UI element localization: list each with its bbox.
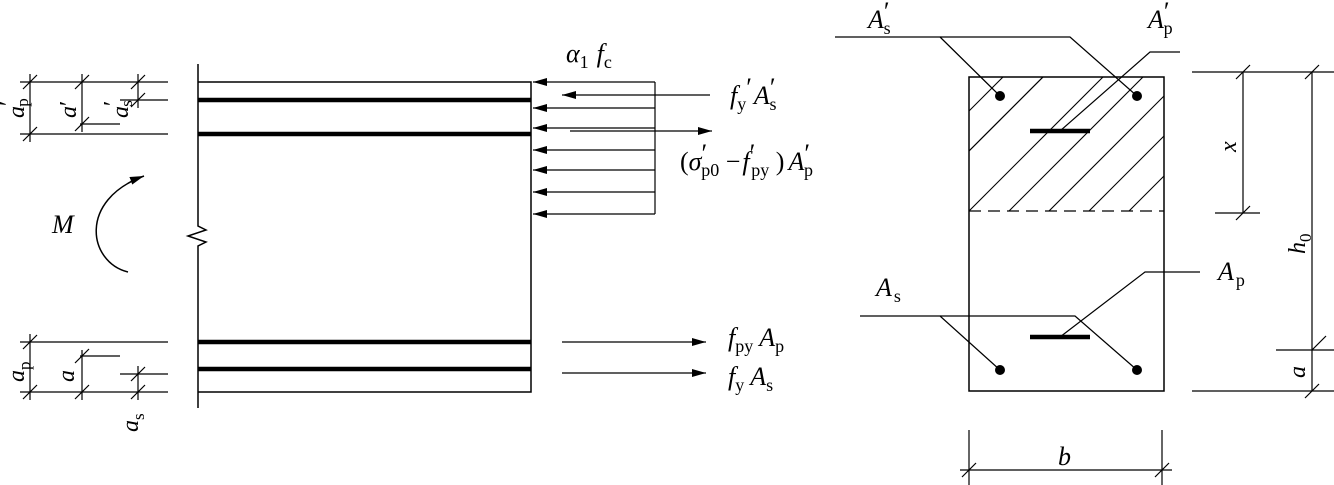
compression-zone-hatch — [969, 77, 1164, 211]
leader-As-prime — [835, 36, 1001, 97]
label-fy-prime-As-prime: fy′A′s — [730, 73, 777, 114]
dim-label-b: b — [1058, 442, 1071, 471]
moment: M — [51, 175, 145, 273]
dim-label-a-s: as — [118, 413, 148, 432]
label-As-prime: A′s — [866, 0, 891, 38]
top-dimensions: a′p a′ a′s — [0, 74, 168, 142]
leader-As — [860, 315, 1001, 371]
section-outline — [968, 76, 1165, 392]
dim-label-a: a — [54, 370, 80, 382]
leader-As-prime-right — [940, 36, 1138, 97]
leader-As-right — [940, 315, 1138, 371]
beam-outline — [198, 81, 532, 393]
label-Ap-prime: A′p — [1146, 0, 1173, 38]
dim-label-x: x — [1216, 141, 1242, 153]
dim-label-a-prime: a′ — [56, 101, 82, 118]
dim-label-h0: h0 — [1285, 234, 1315, 255]
cross-section — [835, 36, 1334, 485]
dim-label-a-p-prime: a′p — [0, 98, 32, 118]
leader-Ap-prime — [1059, 51, 1180, 132]
break-line — [185, 64, 208, 408]
stress-block — [533, 78, 712, 377]
bottom-dimensions: ap a as — [4, 334, 168, 432]
dim-label-a-s-prime: a′s — [100, 100, 136, 118]
moment-arrow-icon — [95, 175, 145, 273]
leader-Ap — [1059, 271, 1200, 338]
dim-label-a-right: a — [1285, 366, 1311, 378]
dim-label-a-p: ap — [4, 362, 34, 383]
moment-label: M — [51, 210, 75, 239]
beam-elevation — [185, 64, 532, 408]
label-sigma-term: (σ′p0 −f′py )A′p — [680, 139, 813, 180]
